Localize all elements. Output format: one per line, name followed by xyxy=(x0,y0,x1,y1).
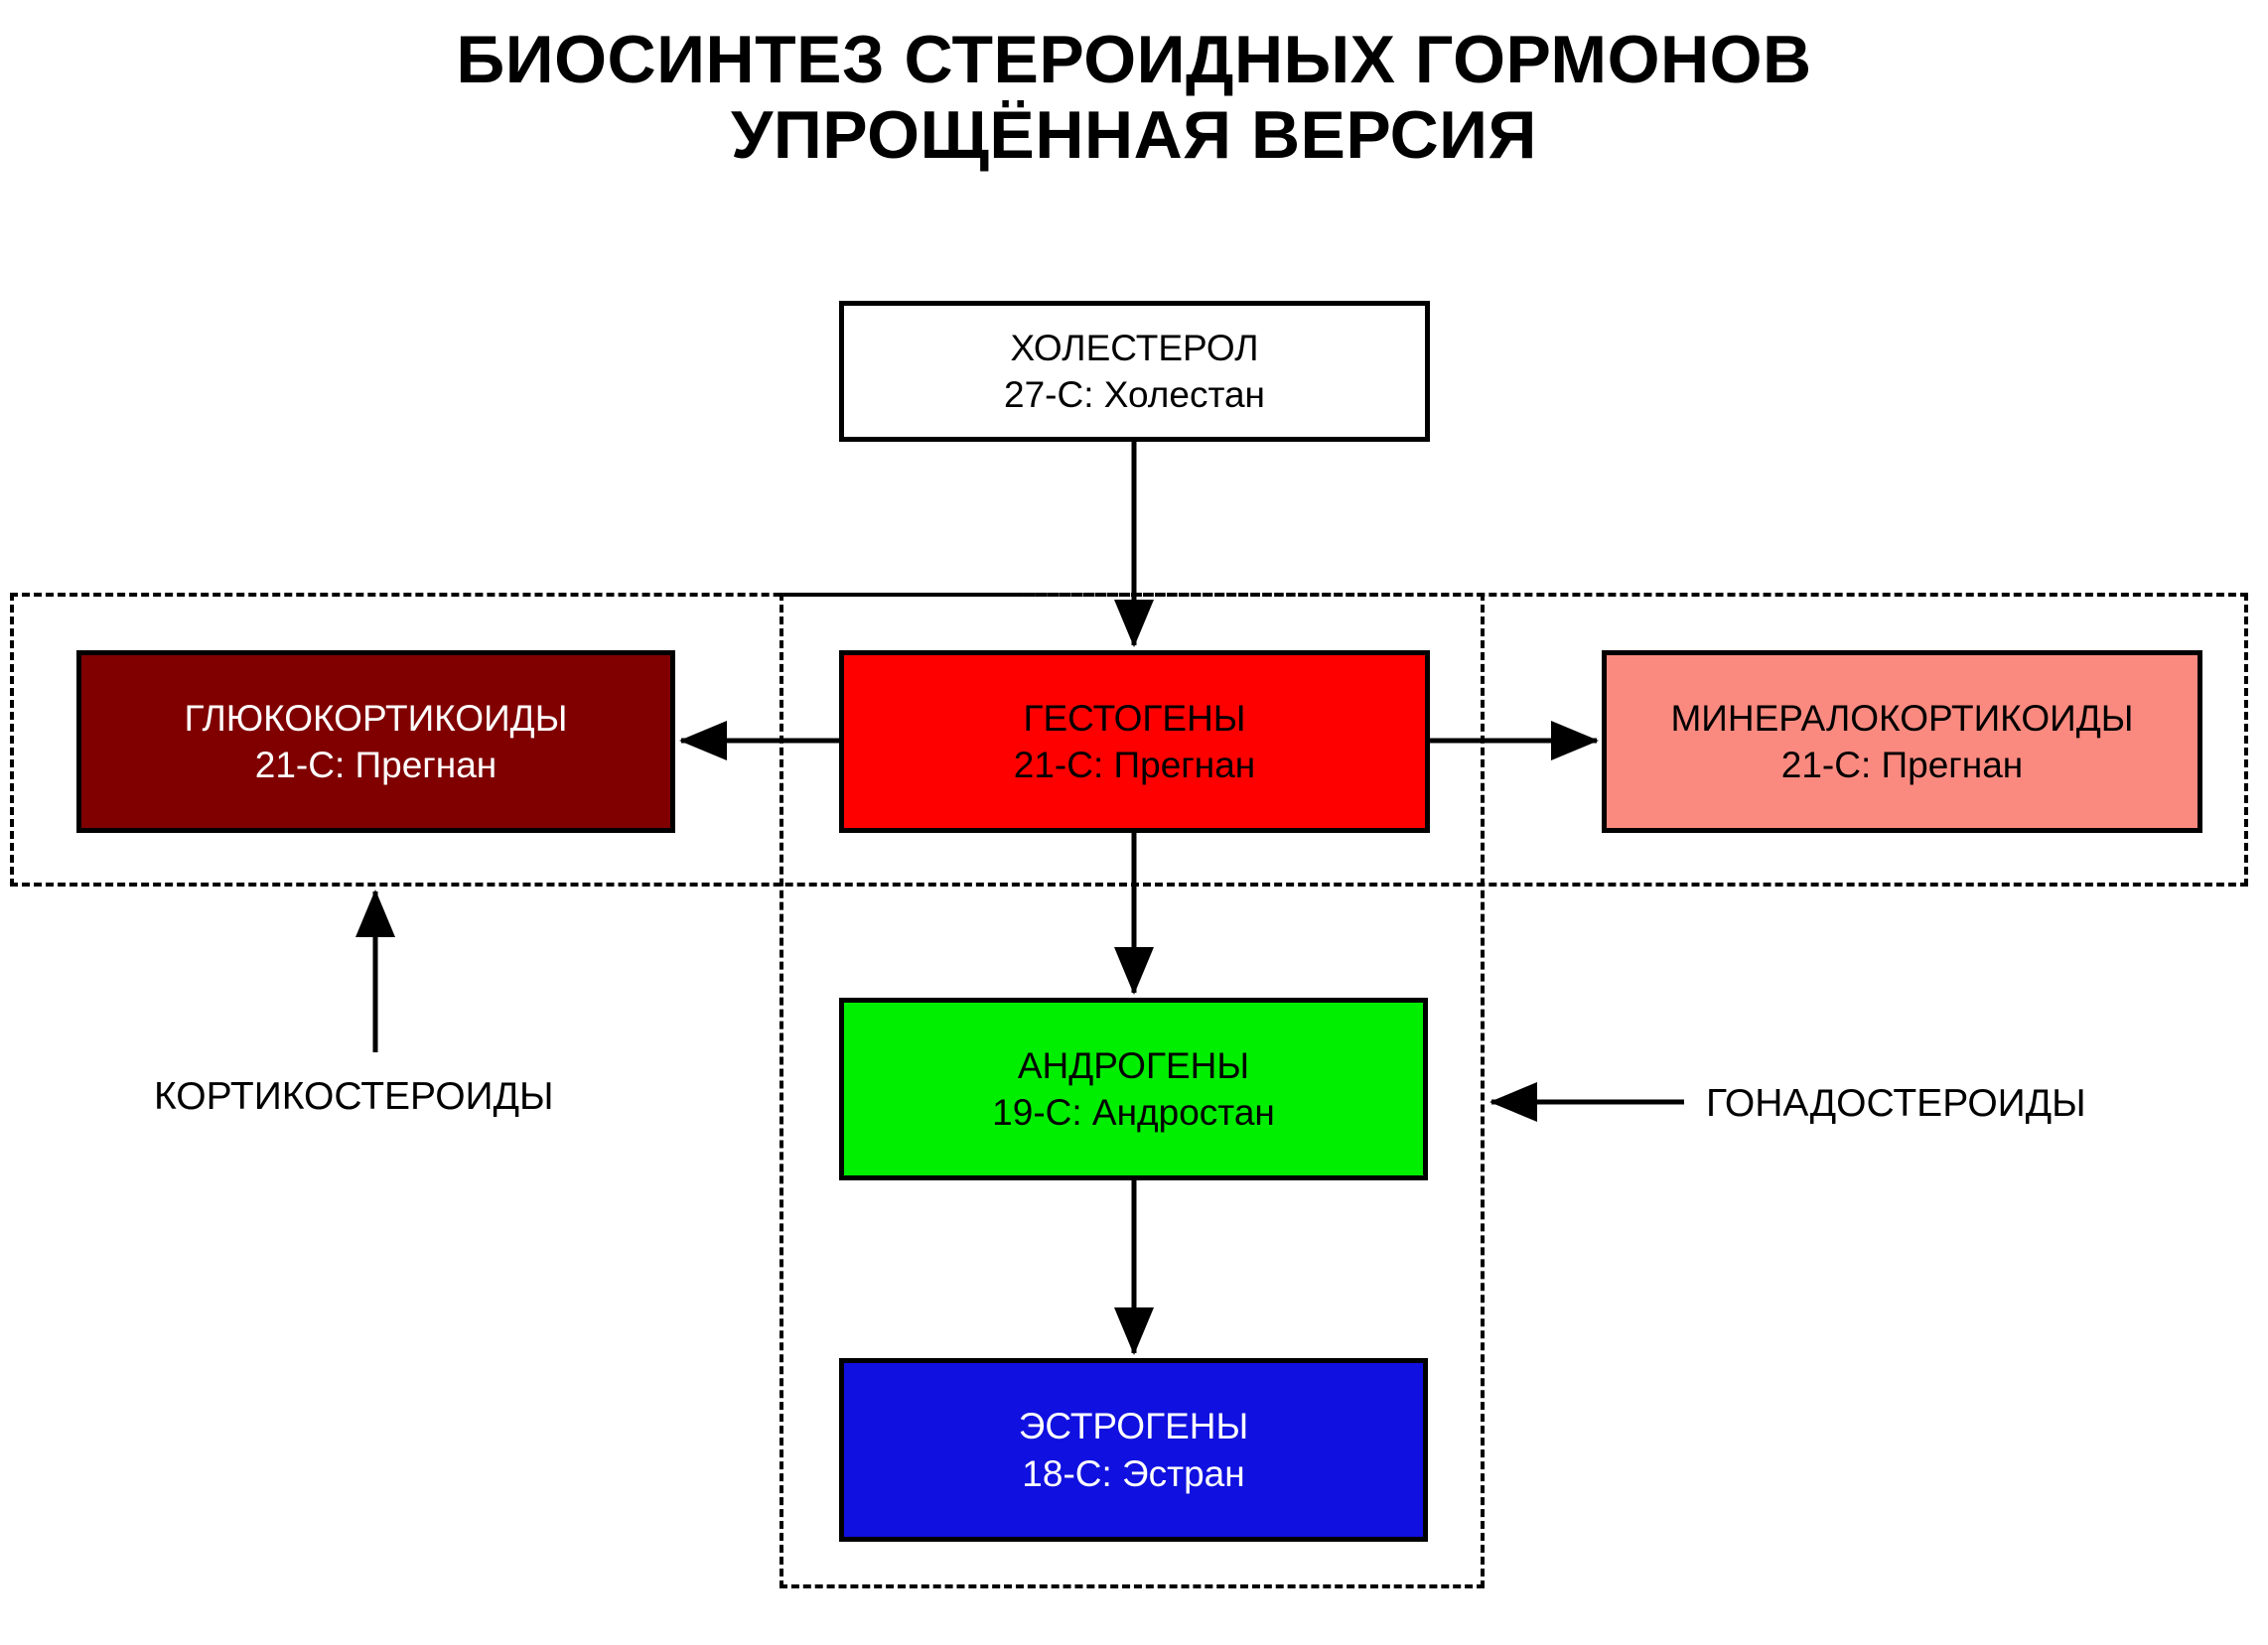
node-gestagens-title: ГЕСТОГЕНЫ xyxy=(1023,697,1246,739)
node-mineralocorticoids-title: МИНЕРАЛОКОРТИКОИДЫ xyxy=(1670,697,2134,739)
page-title: БИОСИНТЕЗ СТЕРОИДНЫХ ГОРМОНОВ УПРОЩЁННАЯ… xyxy=(0,22,2268,173)
node-androgens[interactable]: АНДРОГЕНЫ 19-С: Андростан xyxy=(839,998,1428,1180)
corticosteroid-group-label: КОРТИКОСТЕРОИДЫ xyxy=(154,1075,554,1118)
node-cholesterol-title: ХОЛЕСТЕРОЛ xyxy=(1010,327,1259,368)
node-androgens-title: АНДРОГЕНЫ xyxy=(1017,1044,1250,1086)
node-gestagens-formula: 21-С: Прегнан xyxy=(1013,745,1256,785)
node-androgens-formula: 19-С: Андростан xyxy=(992,1092,1275,1133)
node-cholesterol[interactable]: ХОЛЕСТЕРОЛ 27-С: Холестан xyxy=(839,301,1430,442)
title-line-2: УПРОЩЁННАЯ ВЕРСИЯ xyxy=(731,97,1537,174)
title-line-1: БИОСИНТЕЗ СТЕРОИДНЫХ ГОРМОНОВ xyxy=(456,22,1812,97)
node-glucocorticoids-title: ГЛЮКОКОРТИКОИДЫ xyxy=(184,697,568,739)
node-gestagens[interactable]: ГЕСТОГЕНЫ 21-С: Прегнан xyxy=(839,650,1430,833)
node-cholesterol-formula: 27-С: Холестан xyxy=(1004,374,1265,415)
node-glucocorticoids-formula: 21-С: Прегнан xyxy=(254,745,497,785)
node-mineralocorticoids[interactable]: МИНЕРАЛОКОРТИКОИДЫ 21-С: Прегнан xyxy=(1602,650,2202,833)
node-estrogens[interactable]: ЭСТРОГЕНЫ 18-С: Эстран xyxy=(839,1358,1428,1542)
node-estrogens-title: ЭСТРОГЕНЫ xyxy=(1018,1406,1249,1447)
gonadosteroid-group-label: ГОНАДОСТЕРОИДЫ xyxy=(1706,1082,2086,1125)
node-mineralocorticoids-formula: 21-С: Прегнан xyxy=(1780,745,2024,785)
node-estrogens-formula: 18-С: Эстран xyxy=(1022,1452,1245,1494)
node-glucocorticoids[interactable]: ГЛЮКОКОРТИКОИДЫ 21-С: Прегнан xyxy=(76,650,675,833)
